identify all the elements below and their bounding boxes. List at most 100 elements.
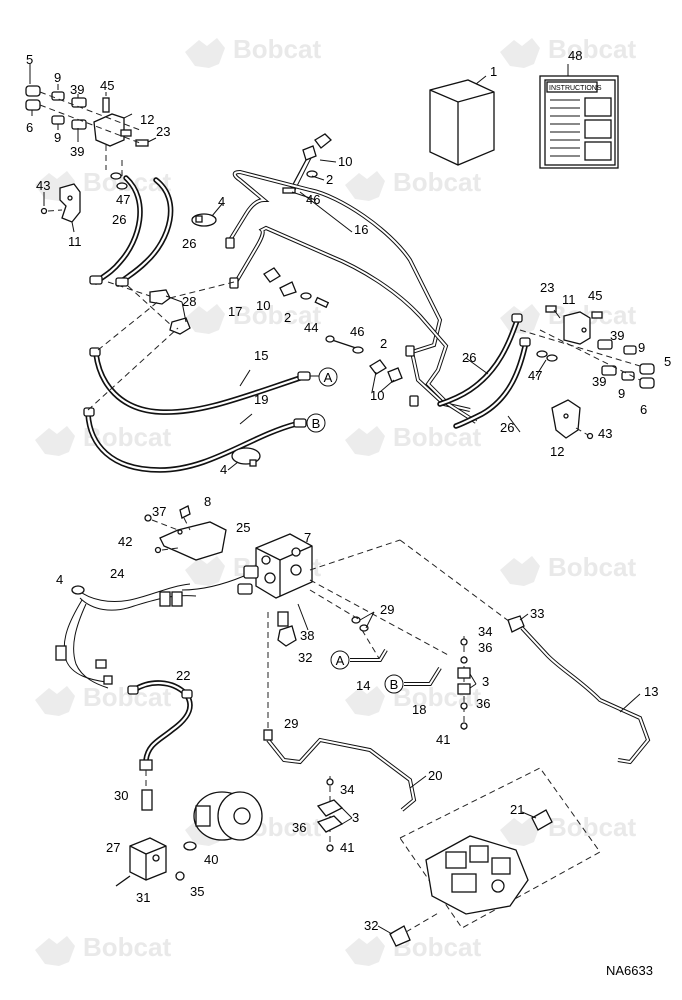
hoses-26-right bbox=[437, 313, 531, 429]
part-label-4: 4 bbox=[56, 572, 63, 587]
clamp-assembly-middle bbox=[263, 267, 330, 309]
part-label-46: 46 bbox=[350, 324, 364, 339]
part-label-29: 29 bbox=[284, 716, 298, 731]
tie-strap-4-upper bbox=[191, 213, 217, 227]
part-label-41: 41 bbox=[436, 732, 450, 747]
control-valve-7 bbox=[237, 533, 313, 599]
bolt-assembly-upper-middle bbox=[282, 133, 332, 194]
part-label-32: 32 bbox=[298, 650, 312, 665]
part-label-45: 45 bbox=[588, 288, 602, 303]
part-label-43: 43 bbox=[36, 178, 50, 193]
watermark-text: Bobcat bbox=[83, 932, 171, 962]
hose-22 bbox=[127, 680, 193, 811]
part-label-3: 3 bbox=[352, 810, 359, 825]
watermark-logo bbox=[345, 686, 385, 716]
pump-assembly bbox=[389, 767, 601, 947]
hoses-15-19 bbox=[83, 299, 320, 473]
valve-fittings bbox=[267, 539, 525, 730]
watermark-logo bbox=[185, 556, 225, 586]
tee-fittings-28 bbox=[107, 281, 235, 335]
part-label-41: 41 bbox=[340, 840, 354, 855]
kit-box-part bbox=[429, 75, 495, 166]
instructions-label: INSTRUCTIONS bbox=[549, 85, 602, 92]
watermark-text: Bobcat bbox=[548, 812, 636, 842]
part-label-26: 26 bbox=[500, 420, 514, 435]
watermark-logo bbox=[500, 38, 540, 68]
tie-strap-4-lower bbox=[231, 447, 261, 467]
part-label-12: 12 bbox=[140, 112, 154, 127]
part-label-36: 36 bbox=[478, 640, 492, 655]
part-label-2: 2 bbox=[326, 172, 333, 187]
part-label-26: 26 bbox=[462, 350, 476, 365]
part-label-47: 47 bbox=[528, 368, 542, 383]
part-label-8: 8 bbox=[204, 494, 211, 509]
part-label-7: 7 bbox=[304, 530, 311, 545]
part-label-9: 9 bbox=[54, 70, 61, 85]
part-label-37: 37 bbox=[152, 504, 166, 519]
part-label-16: 16 bbox=[354, 222, 368, 237]
upper-left-fittings bbox=[25, 64, 157, 190]
part-label-19: 19 bbox=[254, 392, 268, 407]
watermark-text: Bobcat bbox=[393, 422, 481, 452]
part-label-13: 13 bbox=[644, 684, 658, 699]
connector-a-lower: A bbox=[330, 650, 350, 670]
part-label-23: 23 bbox=[156, 124, 170, 139]
connector-letter: B bbox=[390, 677, 399, 692]
part-label-5: 5 bbox=[664, 354, 671, 369]
drawing-code: NA6633 bbox=[606, 963, 653, 978]
watermark-logo bbox=[345, 426, 385, 456]
watermark-logo bbox=[345, 936, 385, 966]
part-label-3: 3 bbox=[482, 674, 489, 689]
part-label-28: 28 bbox=[182, 294, 196, 309]
part-label-20: 20 bbox=[428, 768, 442, 783]
part-label-27: 27 bbox=[106, 840, 120, 855]
part-label-21: 21 bbox=[510, 802, 524, 817]
watermark-logo bbox=[35, 936, 75, 966]
watermark-logo bbox=[500, 556, 540, 586]
bracket-12-right bbox=[551, 399, 594, 440]
part-label-29: 29 bbox=[380, 602, 394, 617]
bracket-11-upper-left bbox=[40, 183, 81, 233]
connector-letter: A bbox=[324, 370, 333, 385]
watermark-text: Bobcat bbox=[83, 682, 171, 712]
steel-tubes-16-17 bbox=[225, 169, 478, 424]
part-label-18: 18 bbox=[412, 702, 426, 717]
part-label-40: 40 bbox=[204, 852, 218, 867]
watermark-text: Bobcat bbox=[548, 34, 636, 64]
part-label-10: 10 bbox=[338, 154, 352, 169]
part-label-1: 1 bbox=[490, 64, 497, 79]
part-label-17: 17 bbox=[228, 304, 242, 319]
connector-b-upper: B bbox=[306, 413, 326, 433]
part-label-35: 35 bbox=[190, 884, 204, 899]
part-label-30: 30 bbox=[114, 788, 128, 803]
wire-harness-24 bbox=[55, 575, 245, 689]
part-label-2: 2 bbox=[380, 336, 387, 351]
watermark-text: Bobcat bbox=[233, 300, 321, 330]
part-label-6: 6 bbox=[26, 120, 33, 135]
part-label-45: 45 bbox=[100, 78, 114, 93]
part-label-11: 11 bbox=[68, 234, 82, 249]
valve-block-27 bbox=[115, 837, 185, 887]
watermark-logo bbox=[500, 816, 540, 846]
connector-letter: B bbox=[312, 416, 321, 431]
bolt-assembly-lower-middle bbox=[325, 335, 403, 383]
part-label-25: 25 bbox=[236, 520, 250, 535]
part-label-42: 42 bbox=[118, 534, 132, 549]
part-label-12: 12 bbox=[550, 444, 564, 459]
connector-letter: A bbox=[336, 653, 345, 668]
part-label-39: 39 bbox=[70, 82, 84, 97]
part-label-11: 11 bbox=[562, 292, 576, 307]
part-label-24: 24 bbox=[110, 566, 124, 581]
part-label-9: 9 bbox=[54, 130, 61, 145]
part-label-34: 34 bbox=[478, 624, 492, 639]
connector-b-lower: B bbox=[384, 674, 404, 694]
part-label-43: 43 bbox=[598, 426, 612, 441]
bracket-25 bbox=[144, 505, 227, 561]
part-number-labels: 1 48 5 6 9 9 39 39 45 12 23 47 43 11 26 … bbox=[26, 48, 671, 933]
part-label-31: 31 bbox=[136, 890, 150, 905]
part-label-6: 6 bbox=[640, 402, 647, 417]
watermark-logo bbox=[35, 686, 75, 716]
part-label-48: 48 bbox=[568, 48, 582, 63]
lines-14-18 bbox=[350, 648, 442, 686]
watermark-text: Bobcat bbox=[393, 167, 481, 197]
